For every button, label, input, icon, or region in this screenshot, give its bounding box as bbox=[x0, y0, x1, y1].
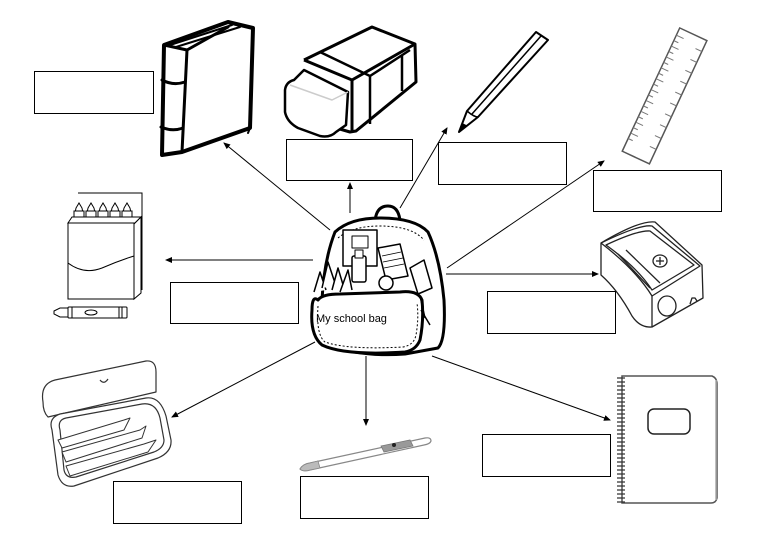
notebook-icon bbox=[617, 375, 718, 504]
pencil-icon bbox=[458, 31, 549, 133]
answer-box-crayons[interactable] bbox=[170, 282, 299, 324]
answer-input-pencil[interactable] bbox=[439, 143, 566, 184]
arrow-to-book bbox=[223, 142, 331, 231]
answer-box-pencil-case[interactable] bbox=[113, 481, 242, 524]
answer-box-ruler[interactable] bbox=[593, 170, 722, 212]
answer-input-sharpener[interactable] bbox=[488, 292, 615, 333]
ruler-icon bbox=[621, 26, 708, 165]
arrow-to-pencil-case bbox=[171, 341, 316, 418]
backpack-label: My school bag bbox=[316, 313, 387, 325]
book-icon bbox=[159, 20, 255, 157]
answer-input-notebook[interactable] bbox=[483, 435, 610, 476]
answer-box-book[interactable] bbox=[34, 71, 154, 114]
answer-box-pencil[interactable] bbox=[438, 142, 567, 185]
answer-box-pen[interactable] bbox=[300, 476, 429, 519]
backpack-icon: My school bag bbox=[310, 204, 446, 357]
answer-box-sharpener[interactable] bbox=[487, 291, 616, 334]
answer-input-eraser[interactable] bbox=[287, 140, 412, 180]
arrow-to-notebook bbox=[431, 355, 611, 421]
answer-box-notebook[interactable] bbox=[482, 434, 611, 477]
sharpener-icon bbox=[600, 221, 704, 328]
arrow-to-ruler bbox=[446, 160, 605, 269]
pencil-case-icon bbox=[41, 360, 172, 487]
answer-box-eraser[interactable] bbox=[286, 139, 413, 181]
answer-input-book[interactable] bbox=[35, 72, 153, 113]
pen-icon bbox=[299, 437, 432, 472]
answer-input-ruler[interactable] bbox=[594, 171, 721, 211]
eraser-icon bbox=[283, 25, 418, 138]
answer-input-crayons[interactable] bbox=[171, 283, 298, 323]
crayons-icon bbox=[53, 192, 143, 319]
answer-input-pencil-case[interactable] bbox=[114, 482, 241, 523]
arrow-to-pencil bbox=[399, 127, 448, 209]
answer-input-pen[interactable] bbox=[301, 477, 428, 518]
